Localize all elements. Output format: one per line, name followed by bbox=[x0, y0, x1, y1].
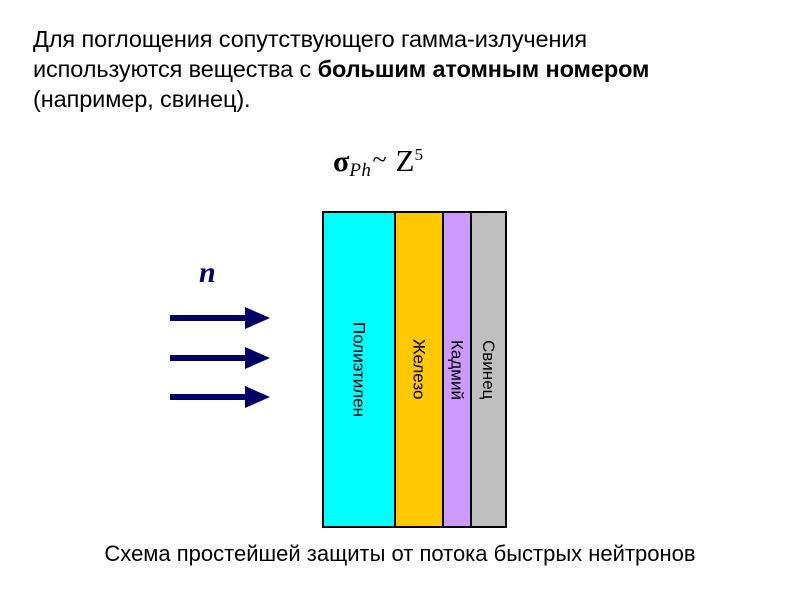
shield-layer-label: Полиэтилен bbox=[349, 321, 369, 418]
neutron-flux-label: n bbox=[199, 256, 216, 289]
figure-caption: Схема простейшей защиты от потока быстры… bbox=[104, 541, 696, 566]
shield-layer-lead: Свинец bbox=[470, 213, 505, 526]
shield-layer-iron: Железо bbox=[394, 213, 442, 526]
intro-line-3: (например, свинец). bbox=[33, 86, 251, 112]
arrow-head-icon bbox=[245, 347, 270, 369]
sigma-symbol: σ bbox=[333, 145, 350, 178]
shield-layer-label: Кадмий bbox=[447, 339, 467, 400]
shield-layer-label: Железо bbox=[409, 339, 429, 400]
cross-section-formula: σPh~ Z5 bbox=[333, 145, 423, 180]
neutron-arrow-3 bbox=[170, 386, 270, 408]
arrow-shaft bbox=[170, 315, 252, 321]
shield-layer-label: Свинец bbox=[479, 339, 498, 400]
intro-paragraph: Для поглощения сопутствующего гамма-излу… bbox=[33, 24, 733, 114]
neutron-arrow-2 bbox=[170, 347, 270, 369]
neutron-arrow-1 bbox=[170, 307, 270, 329]
sigma-subscript: Ph bbox=[349, 160, 372, 181]
exponent-value: 5 bbox=[414, 145, 423, 164]
arrow-head-icon bbox=[245, 307, 270, 329]
arrow-shaft bbox=[170, 355, 252, 361]
intro-line-2-plain: используются вещества с bbox=[33, 56, 318, 82]
atomic-number-variable: Z bbox=[395, 143, 415, 178]
proportional-symbol: ~ bbox=[372, 145, 387, 174]
arrow-shaft bbox=[170, 394, 252, 400]
shield-layer-cadmium: Кадмий bbox=[442, 213, 470, 526]
intro-line-1: Для поглощения сопутствующего гамма-излу… bbox=[33, 26, 588, 52]
shield-layer-stack: Полиэтилен Железо Кадмий Свинец bbox=[322, 211, 507, 528]
shield-layer-polyethylene: Полиэтилен bbox=[324, 213, 394, 526]
intro-line-2-emphasis: большим атомным номером bbox=[317, 56, 650, 82]
arrow-head-icon bbox=[245, 386, 270, 408]
